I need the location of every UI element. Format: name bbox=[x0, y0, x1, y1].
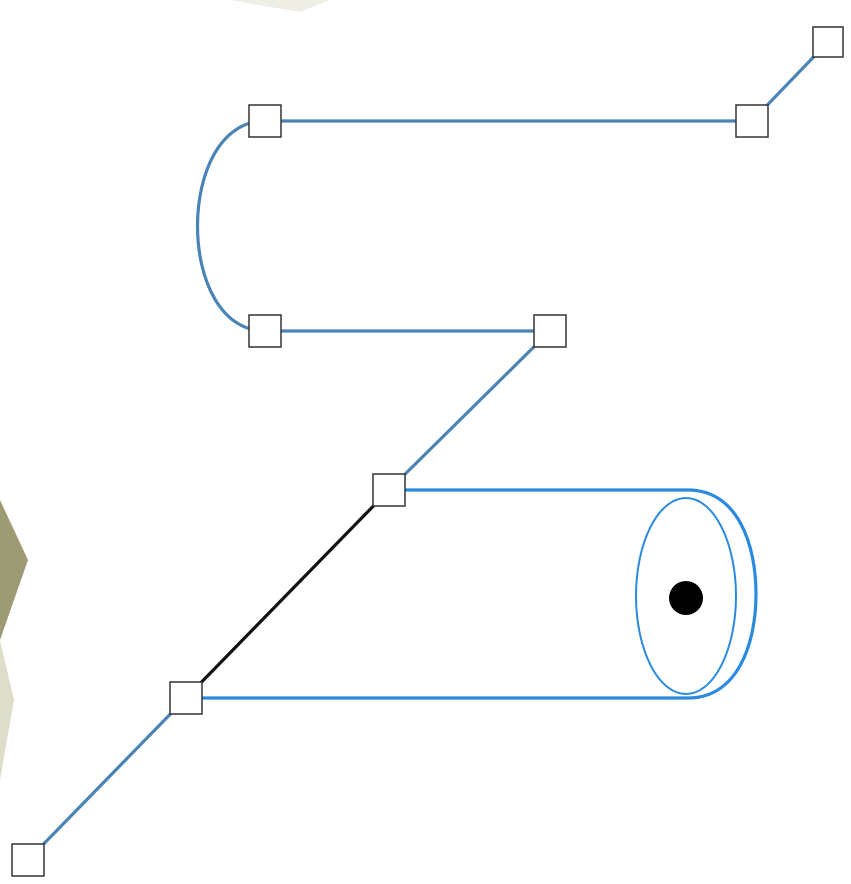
cylinder-axle-dot bbox=[669, 581, 703, 615]
path-segment-5[interactable] bbox=[389, 331, 550, 490]
corner-decoration-left-light bbox=[0, 640, 14, 780]
corner-decoration-top bbox=[230, 0, 330, 12]
path-segment-3-curve[interactable] bbox=[198, 121, 266, 331]
path-node-handle[interactable] bbox=[249, 105, 281, 137]
cylinder bbox=[186, 490, 756, 698]
path-node-handle[interactable] bbox=[736, 105, 768, 137]
corner-decoration-left bbox=[0, 500, 28, 640]
path-segments bbox=[28, 42, 828, 860]
path-node-handle[interactable] bbox=[373, 474, 405, 506]
path-node-handle[interactable] bbox=[249, 315, 281, 347]
path-node-handle[interactable] bbox=[534, 315, 566, 347]
path-node-handle[interactable] bbox=[813, 27, 843, 57]
path-node-handle[interactable] bbox=[12, 844, 44, 876]
path-segment-active[interactable] bbox=[186, 490, 389, 698]
path-segment-7[interactable] bbox=[28, 698, 186, 860]
path-node-handle[interactable] bbox=[170, 682, 202, 714]
